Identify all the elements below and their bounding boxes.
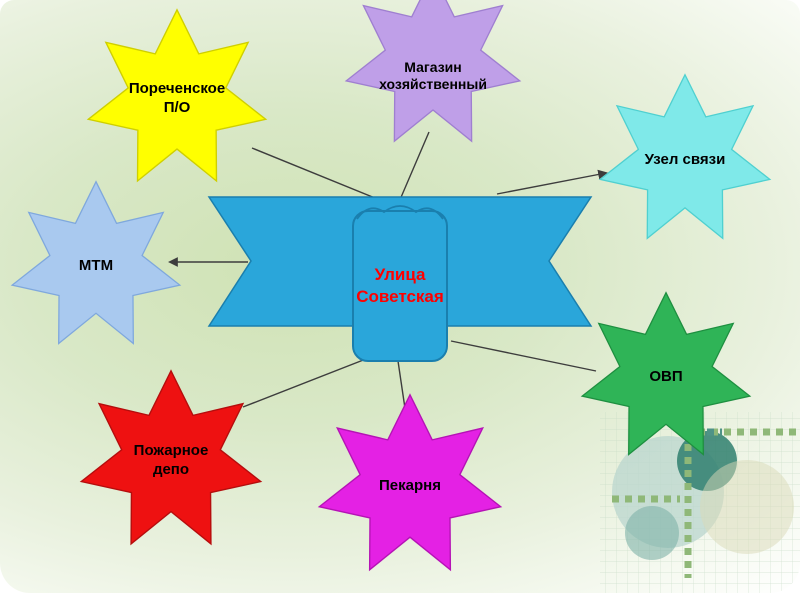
connector-magazin: [398, 131, 430, 203]
scroll-body[interactable]: [352, 210, 448, 362]
node-label-pozharnoe-depo: Пожарное депо: [133, 442, 209, 478]
connector-ovp: [450, 340, 597, 372]
node-label-porechenskoe-po: Пореченское П/О: [128, 80, 226, 116]
decor-circle-small-teal: [625, 506, 679, 560]
scroll-top-curl: [356, 205, 444, 220]
node-label-pekarnya: Пекарня: [379, 476, 441, 494]
node-uzel-svyazi[interactable]: Узел связи: [598, 73, 772, 247]
connector-uzel-svyazi: [496, 169, 608, 195]
node-label-mtm: МТМ: [78, 256, 114, 274]
node-label-magazin: Магазин хозяйственный: [379, 58, 487, 93]
node-pekarnya[interactable]: Пекарня: [317, 393, 503, 579]
node-label-ovp: ОВП: [649, 367, 683, 385]
node-ovp[interactable]: ОВП: [580, 291, 752, 463]
decor-circle-khaki: [700, 460, 794, 554]
node-porechenskoe-po[interactable]: Пореченское П/О: [86, 8, 268, 190]
node-mtm[interactable]: МТМ: [10, 180, 182, 352]
node-label-uzel-svyazi: Узел связи: [644, 150, 726, 168]
connector-porechenskoe: [251, 147, 393, 206]
connector-pozharnoe: [242, 356, 372, 408]
scroll-shape[interactable]: [352, 205, 448, 362]
connectors: [168, 131, 608, 423]
node-pozharnoe-depo[interactable]: Пожарное депо: [79, 369, 263, 553]
center-label: Улица Советская: [356, 264, 444, 306]
node-magazin-khozyaystvenny[interactable]: Магазин хозяйственный: [344, 0, 522, 150]
